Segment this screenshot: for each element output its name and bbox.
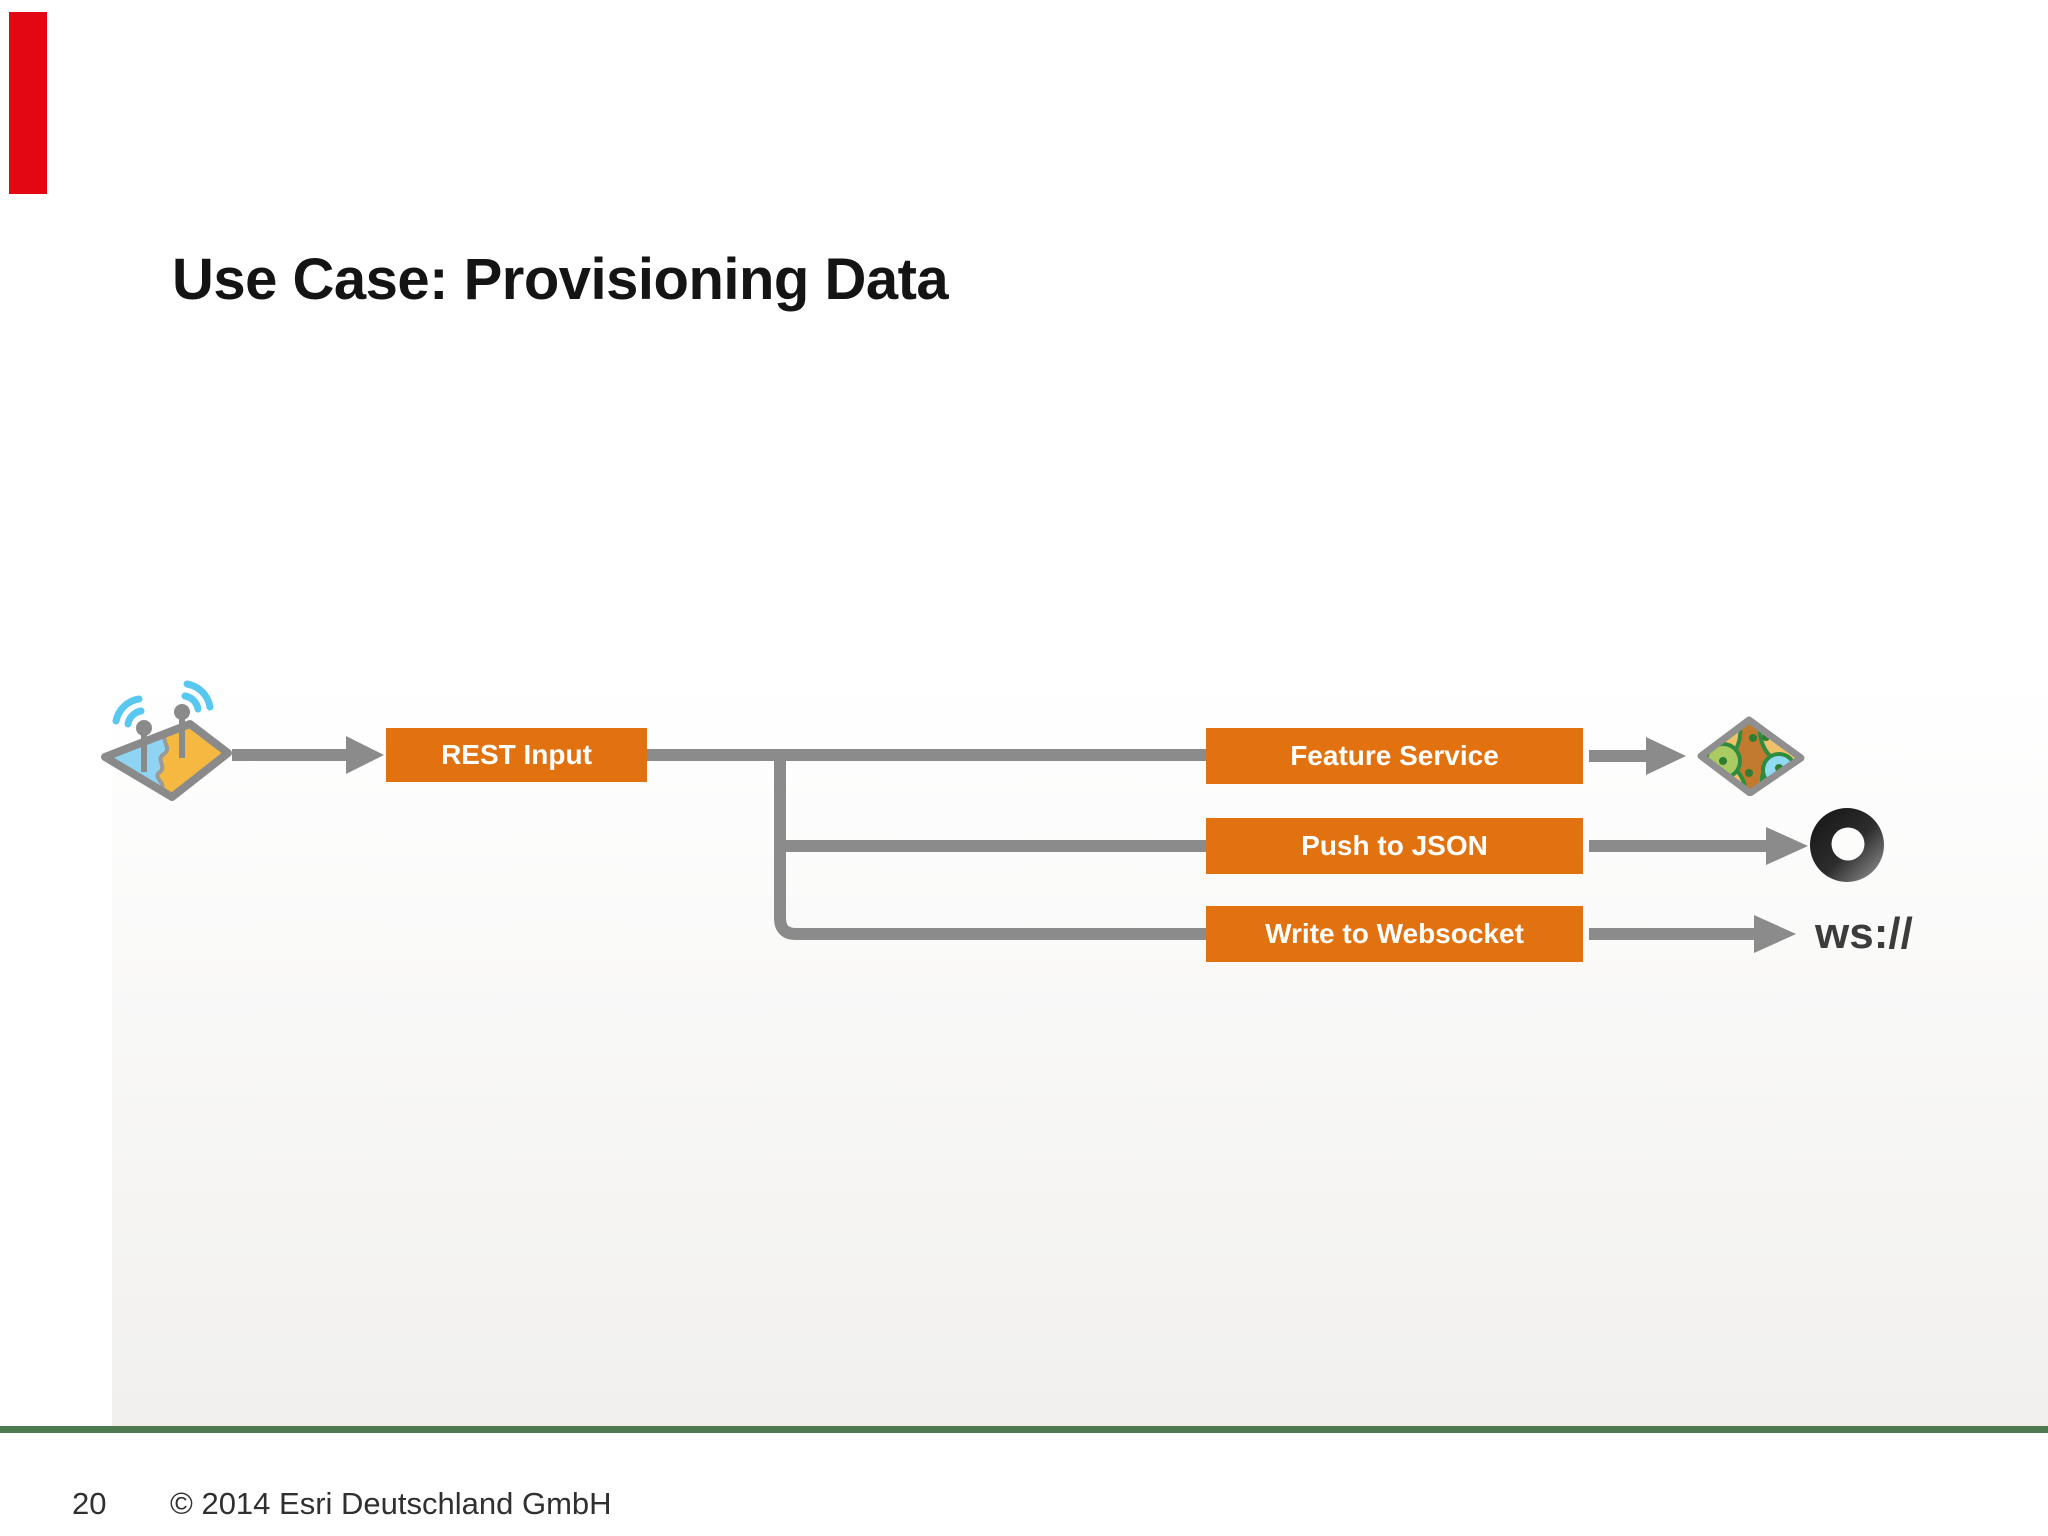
write-to-websocket-label: Write to Websocket	[1265, 918, 1524, 949]
page-number: 20	[72, 1486, 107, 1521]
push-to-json-node: Push to JSON	[1206, 818, 1583, 874]
red-accent-bar	[9, 12, 47, 194]
feature-service-label: Feature Service	[1290, 740, 1499, 771]
map-data-icon	[1697, 716, 1805, 796]
slide-title: Use Case: Provisioning Data	[172, 247, 949, 312]
push-to-json-label: Push to JSON	[1301, 830, 1488, 861]
wireless-sensor-map-icon	[101, 680, 232, 801]
write-to-websocket-node: Write to Websocket	[1206, 906, 1583, 962]
copyright-text: © 2014 Esri Deutschland GmbH	[170, 1486, 612, 1521]
json-logo-icon	[1810, 808, 1884, 882]
feature-service-node: Feature Service	[1206, 728, 1583, 784]
rest-input-node: REST Input	[386, 728, 647, 782]
rest-input-label: REST Input	[441, 739, 592, 770]
footer-divider	[0, 1426, 2048, 1433]
websocket-url-text: ws://	[1815, 909, 1913, 958]
